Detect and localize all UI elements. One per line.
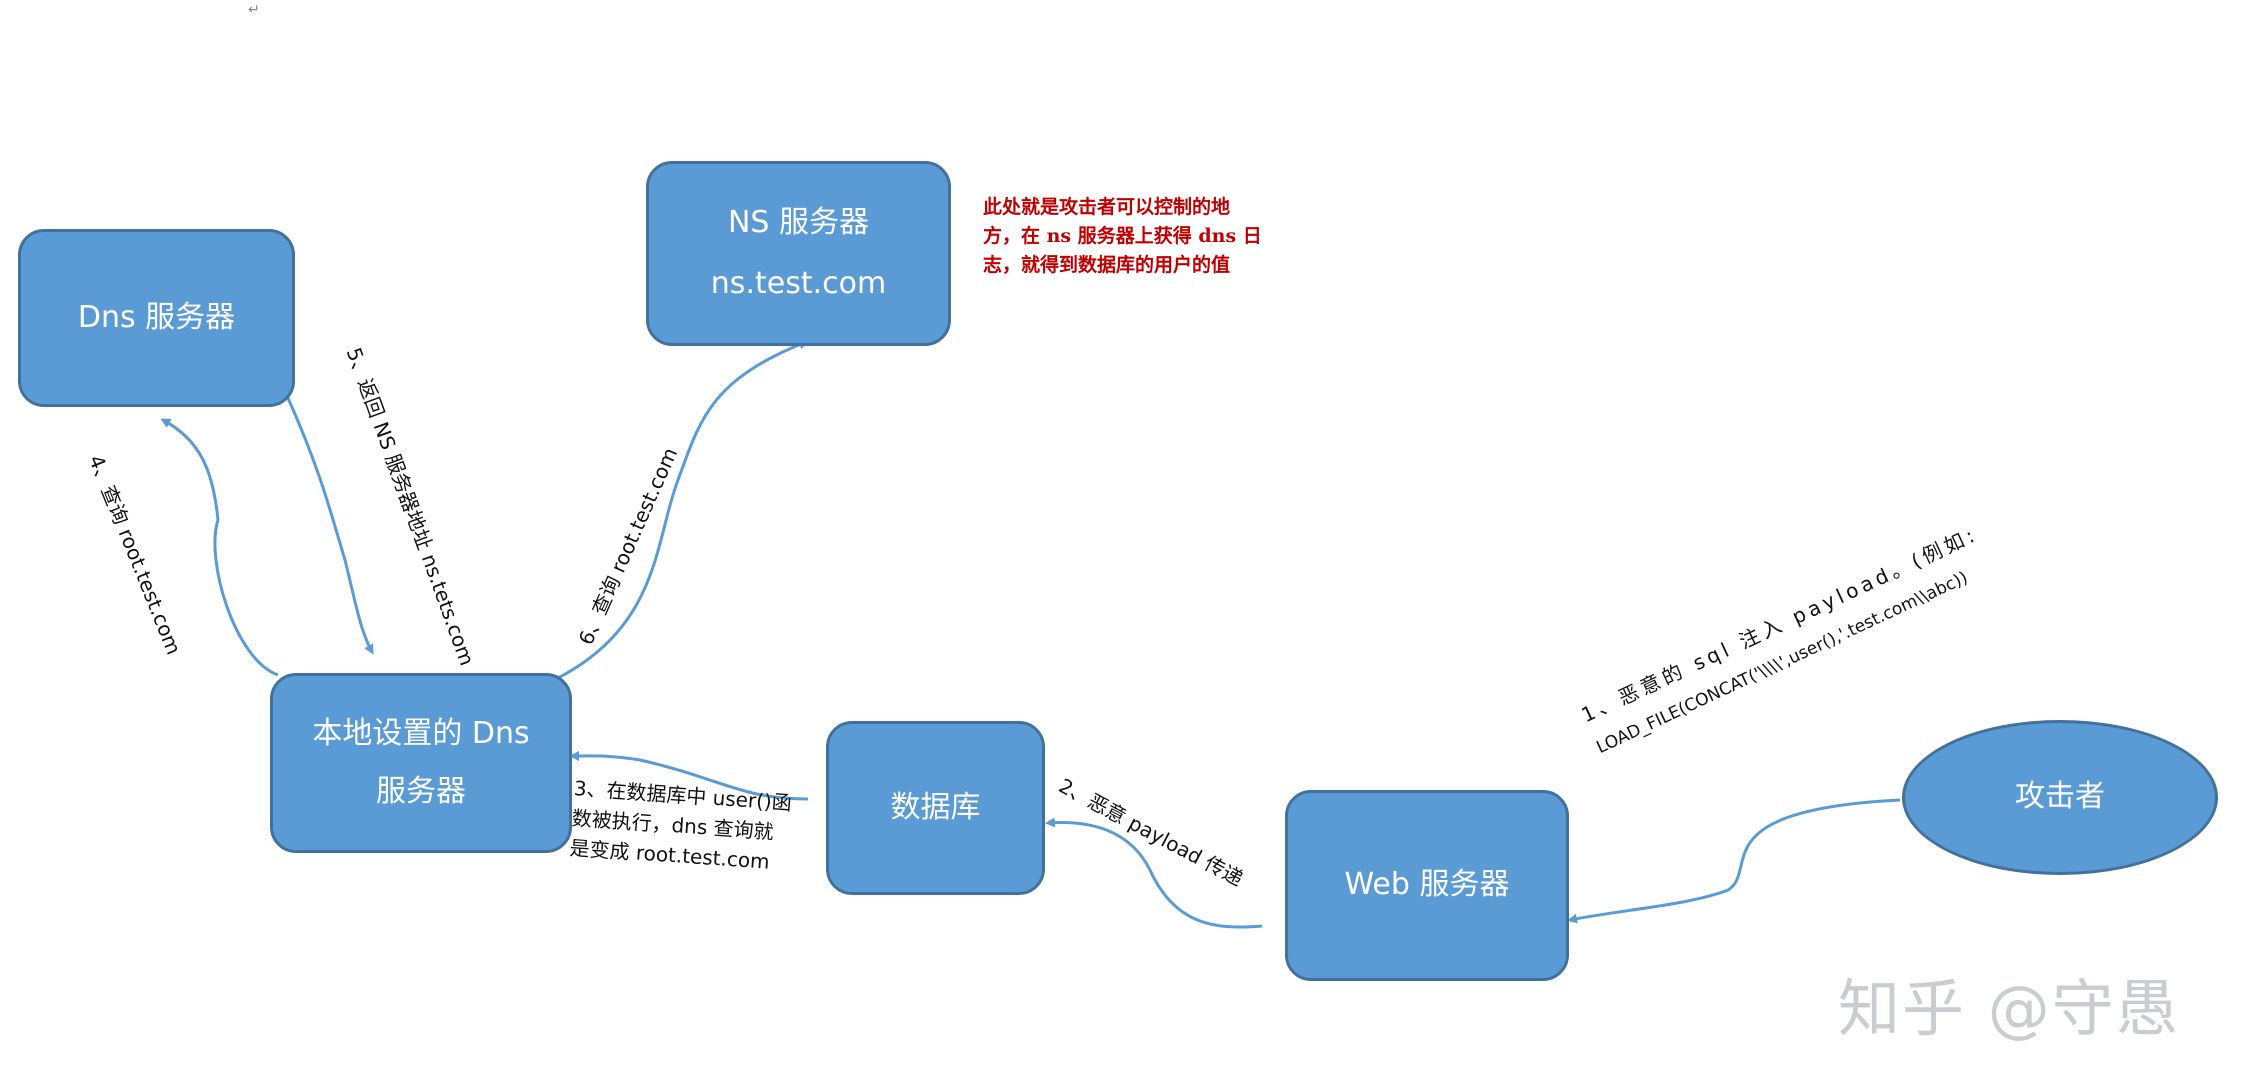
arrow-web-to-database	[1045, 817, 1263, 929]
arrow-attacker-to-web	[1567, 798, 1901, 924]
attacker-node: 攻击者	[1902, 720, 2218, 875]
attacker-control-note: 此处就是攻击者可以控制的地 方，在 ns 服务器上获得 dns 日 志，就得到数…	[983, 196, 1262, 276]
local-dns-label: 本地设置的 Dns	[312, 715, 530, 751]
arrow-localdns-to-dns	[160, 418, 279, 677]
local-dns-node: 本地设置的 Dns 服务器	[270, 673, 572, 853]
arrow-dns-to-localdns	[286, 397, 374, 655]
ns-server-node: NS 服务器 ns.test.com	[646, 161, 951, 346]
attacker-label: 攻击者	[2015, 779, 2105, 815]
zhihu-watermark: 知乎 @守愚	[1838, 972, 2180, 1045]
ns-server-domain: ns.test.com	[710, 265, 887, 301]
database-node: 数据库	[826, 721, 1045, 895]
arrow-database-to-localdns	[569, 750, 809, 801]
dns-server-node: Dns 服务器	[18, 229, 295, 407]
web-server-label: Web 服务器	[1344, 867, 1510, 903]
dns-server-label: Dns 服务器	[77, 299, 236, 335]
database-label: 数据库	[890, 789, 981, 825]
paragraph-mark-icon: ↵	[248, 2, 260, 18]
web-server-node: Web 服务器	[1285, 790, 1569, 981]
local-dns-label-line2: 服务器	[376, 774, 466, 809]
step3-label: 3、在数据库中 user()函 数被执行，dns 查询就 是变成 root.te…	[568, 775, 793, 874]
arrow-localdns-to-ns	[557, 339, 809, 680]
ns-server-label: NS 服务器	[727, 205, 870, 240]
